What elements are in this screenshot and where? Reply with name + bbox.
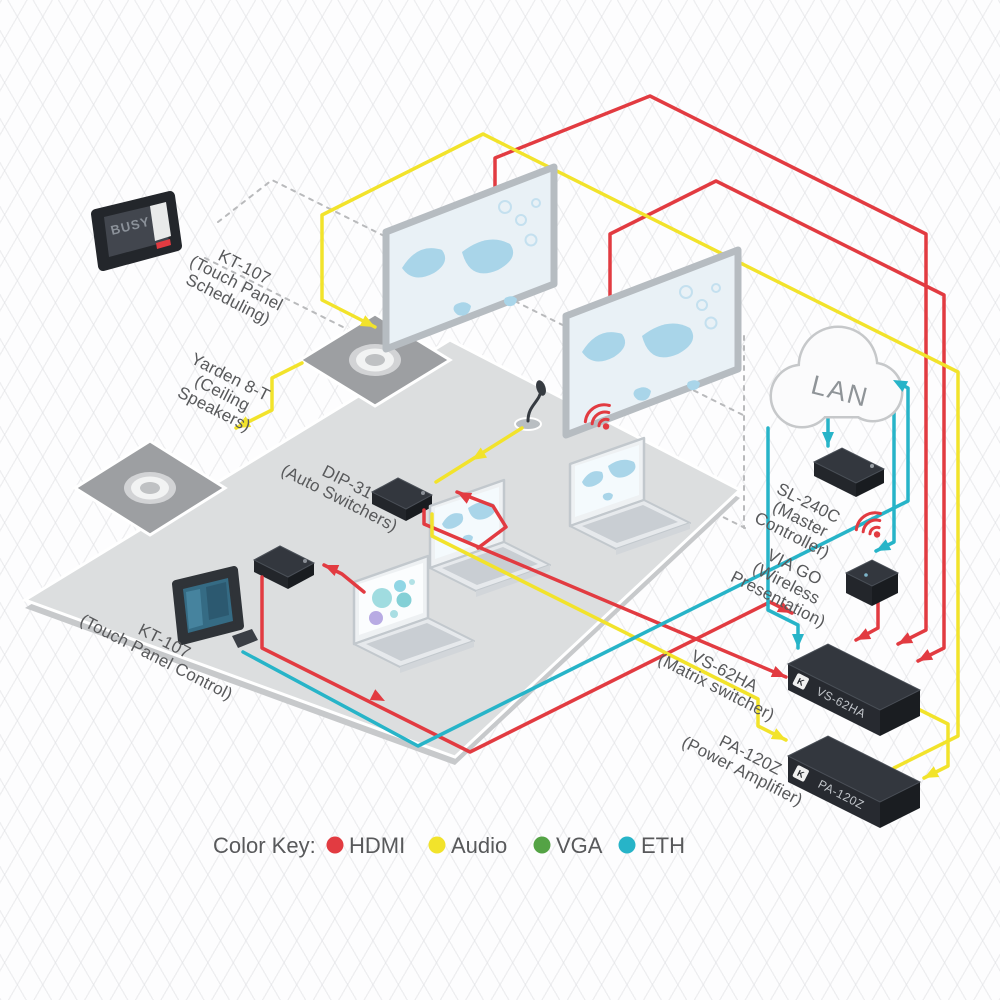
- hdmi-key-dot-icon: [326, 836, 344, 854]
- eth-key-dot-icon: [618, 836, 636, 854]
- laptop-presentation: [352, 554, 475, 673]
- vga-key-dot-icon: [533, 836, 551, 854]
- scheduling-panel-sidebar: [150, 202, 171, 241]
- kramer-logo-icon: [792, 765, 809, 782]
- laptop-keyboard: [582, 505, 678, 543]
- svg-text:K: K: [795, 676, 806, 688]
- pa120z-power-amplifier: K PA-120Z: [786, 735, 922, 828]
- display-left: [382, 163, 558, 353]
- label-yarden-speakers: Yarden 8-T (Ceiling Speakers): [175, 349, 274, 435]
- display-bubbles: [498, 198, 541, 247]
- viago-device: [844, 559, 900, 606]
- laptop-screen-map: [582, 459, 636, 501]
- kramer-logo-icon: [792, 673, 809, 690]
- table-top: [21, 338, 743, 759]
- display-world-map: [582, 323, 700, 401]
- audio-dip-to-amplifier: [430, 512, 788, 742]
- kt107-scheduling-panel: BUSY: [91, 191, 182, 271]
- wifi-icon-laptop: [583, 403, 611, 430]
- hdmi-display2-to-matrix: [608, 179, 946, 663]
- scheduling-panel-red-bar: [156, 239, 171, 249]
- hdmi-laptop2-to-dip: [455, 490, 508, 550]
- label-viago: VIA GO (Wireless Presentation): [728, 545, 829, 631]
- color-key-title: Color Key:: [213, 833, 316, 858]
- audio-amplifier-to-speaker-right: [320, 132, 960, 770]
- laptop-map-wireless: [568, 436, 691, 555]
- vga-key-label: VGA: [556, 833, 603, 858]
- audio-speaker-chain: [234, 361, 304, 430]
- hdmi-key-label: HDMI: [349, 833, 405, 858]
- label-kt107-scheduling: KT-107 (Touch Panel Scheduling): [183, 246, 286, 329]
- eth-key-label: ETH: [641, 833, 685, 858]
- kt107-control-panel: [172, 566, 258, 648]
- sl240c-controller: [812, 447, 886, 497]
- wifi-icons: [583, 403, 882, 538]
- hdmi-dip-bottom-to-matrix: [260, 575, 794, 754]
- dip31-switcher-top: [370, 477, 434, 521]
- audio-cables: [234, 132, 960, 780]
- audio-arrowheads: [236, 315, 940, 778]
- label-vs62ha: VS-62HA (Matrix switcher): [655, 646, 778, 724]
- laptop-keyboard: [366, 623, 462, 661]
- hdmi-arrowheads: [324, 492, 934, 701]
- hdmi-dip-top-to-matrix: [422, 508, 788, 679]
- laptop-screen-map: [442, 501, 496, 543]
- microphone-head-icon: [536, 380, 546, 396]
- display-world-map: [402, 239, 517, 316]
- vs62ha-matrix-switcher: K VS-62HA: [786, 643, 922, 736]
- wifi-icon-viago: [854, 511, 882, 538]
- audio-key-dot-icon: [428, 836, 446, 854]
- dip31-switcher-bottom: [252, 545, 316, 589]
- svg-text:K: K: [795, 768, 806, 780]
- audio-key-label: Audio: [451, 833, 507, 858]
- display-right: [562, 246, 742, 439]
- ceiling-speaker-tile-left: [72, 439, 228, 537]
- display-bubbles: [679, 283, 721, 330]
- hdmi-cables: [260, 94, 946, 754]
- color-key-legend: Color Key: HDMI Audio VGA ETH: [213, 833, 685, 858]
- label-sl240c: SL-240C (Master Controller): [752, 479, 844, 562]
- lan-cloud: LAN: [769, 325, 904, 429]
- room-table: [21, 338, 743, 767]
- ceiling-speaker-tiles: [72, 312, 453, 537]
- hdmi-display1-to-matrix: [493, 94, 928, 646]
- laptop-screen-bubbles: [369, 579, 415, 625]
- eth-arrowheads: [792, 380, 909, 648]
